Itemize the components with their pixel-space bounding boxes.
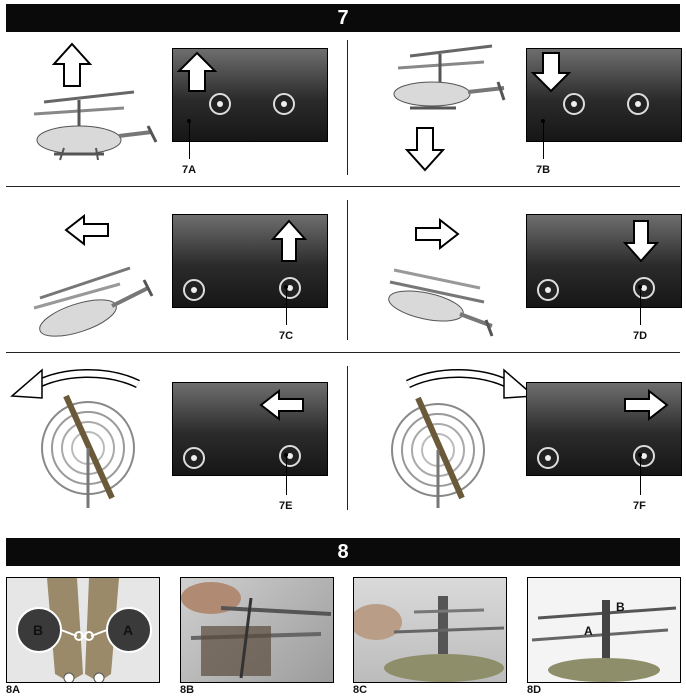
right-stick-icon [633, 445, 655, 467]
blade-mark-a: A [584, 624, 593, 638]
panel-label-7b: 7B [536, 164, 551, 176]
left-stick-icon [183, 447, 205, 469]
section-7-number: 7 [337, 7, 349, 29]
left-stick-icon [537, 279, 559, 301]
photo-8a-rotor-blades: B A [6, 577, 160, 683]
helicopter-top-view-image [10, 368, 140, 508]
remote-control-image-7f [526, 382, 682, 476]
photo-8c-blade-install [353, 577, 507, 683]
right-stick-icon [273, 93, 295, 115]
left-stick-icon [209, 93, 231, 115]
panel-label-8d: 8D [527, 684, 542, 696]
photo-8d-blades-installed: B A [527, 577, 681, 683]
section-7-header: 7 [6, 4, 680, 32]
panel-label-8a: 8A [6, 684, 21, 696]
remote-control-image-7c [172, 214, 328, 308]
down-arrow-icon [531, 52, 571, 93]
rotor-assembly-illustration [531, 600, 677, 682]
blade-mark-b: B [616, 600, 625, 614]
callout-line [640, 455, 641, 495]
right-stick-icon [627, 93, 649, 115]
down-arrow-icon [405, 127, 445, 172]
hand-and-rotor-illustration [181, 582, 332, 679]
panel-label-8c: 8C [353, 684, 368, 696]
right-arrow-icon [415, 218, 460, 250]
right-arrow-icon [624, 389, 669, 421]
left-stick-icon [563, 93, 585, 115]
helicopter-image [388, 268, 494, 337]
up-arrow-icon [271, 219, 307, 262]
column-divider-3 [347, 366, 348, 510]
up-arrow-icon [177, 51, 217, 92]
column-divider-2 [347, 200, 348, 340]
down-arrow-icon [623, 220, 659, 263]
right-stick-icon [279, 277, 301, 299]
blade-mark-a: A [123, 622, 134, 638]
callout-line [286, 455, 287, 495]
row-divider-1 [6, 186, 680, 187]
panel-label-7e: 7E [279, 500, 293, 512]
callout-line [640, 287, 641, 325]
row-divider-2 [6, 352, 680, 353]
rotor-blade-illustration [16, 578, 152, 682]
panel-label-8b: 8B [180, 684, 195, 696]
section-8-number: 8 [337, 541, 349, 563]
blade-mark-b: B [33, 622, 44, 638]
remote-control-image-7b [526, 48, 682, 142]
section-8-header: 8 [6, 538, 680, 566]
panel-label-7d: 7D [633, 330, 648, 342]
hand-and-rotor-illustration [354, 596, 505, 682]
right-stick-icon [279, 445, 301, 467]
callout-line [189, 121, 190, 159]
remote-control-image-7d [526, 214, 682, 308]
remote-control-image-7e [172, 382, 328, 476]
panel-label-7c: 7C [279, 330, 294, 342]
helicopter-image [33, 266, 154, 337]
column-divider-1 [347, 40, 348, 175]
panel-label-7a: 7A [182, 164, 197, 176]
left-stick-icon [183, 279, 205, 301]
photo-8b-blade-removal [180, 577, 334, 683]
helicopter-image [33, 90, 158, 161]
up-arrow-icon [52, 42, 92, 87]
left-stick-icon [537, 447, 559, 469]
callout-line [543, 121, 544, 159]
callout-line [286, 287, 287, 325]
right-stick-icon [633, 277, 655, 299]
left-arrow-icon [64, 214, 109, 246]
panel-label-7f: 7F [633, 500, 646, 512]
left-arrow-icon [259, 389, 304, 421]
helicopter-top-view-image [391, 368, 536, 508]
helicopter-image [393, 44, 506, 110]
remote-control-image-7a [172, 48, 328, 142]
